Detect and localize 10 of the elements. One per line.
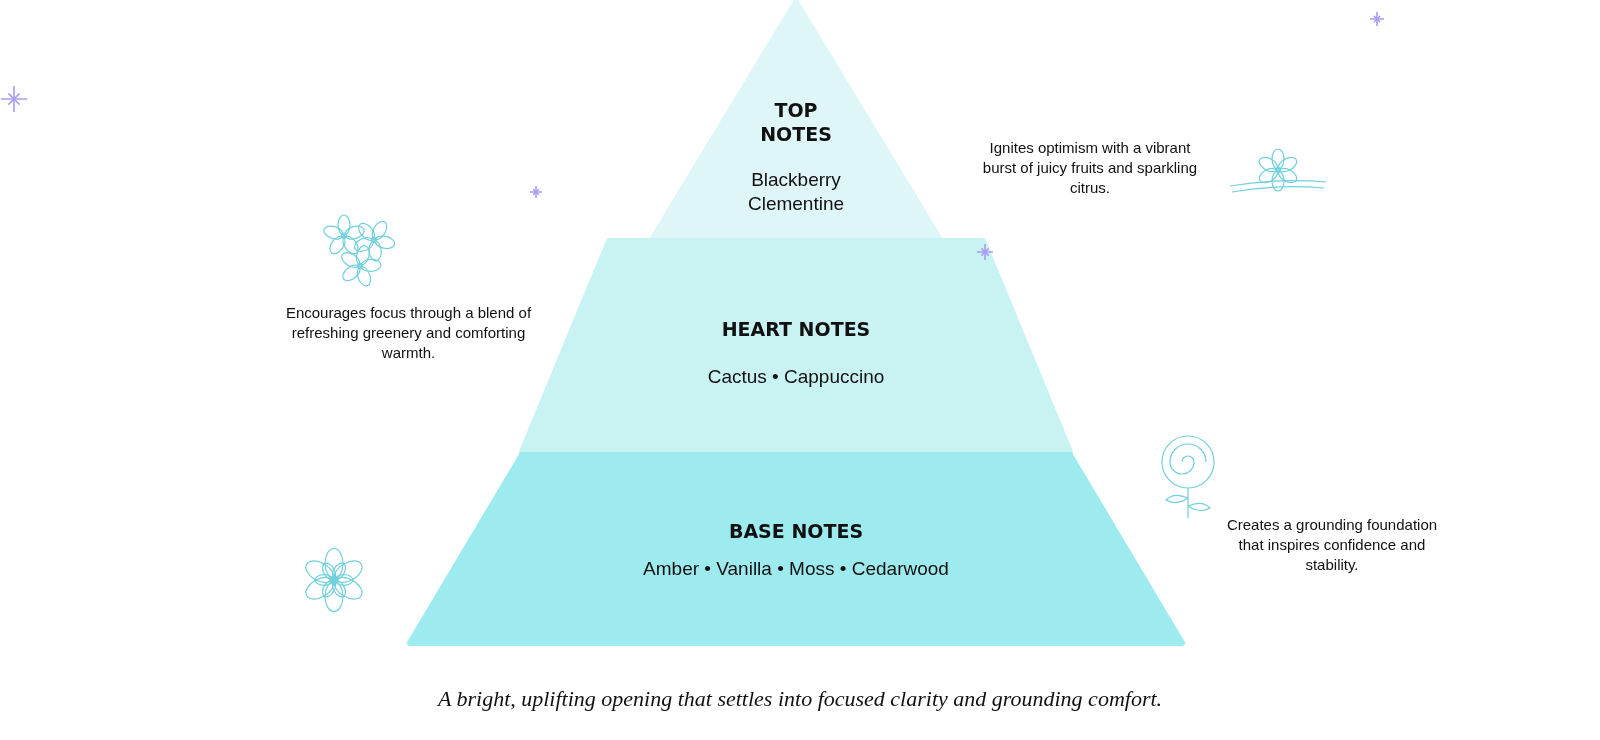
tier-notes: Cactus • Cappuccino <box>706 365 886 389</box>
tier-heading: TOP NOTES <box>759 98 833 146</box>
tier-notes: Blackberry Clementine <box>746 168 846 216</box>
tier-heading: BASE NOTES <box>727 519 865 543</box>
tier-notes: Amber • Vanilla • Moss • Cedarwood <box>642 557 950 581</box>
caption: A bright, uplifting opening that settles into focused clarity and grounding comfort. <box>436 686 1164 712</box>
description-text: Ignites optimism with a vibrant burst of juicy fruits and sparkling citrus. <box>981 138 1199 198</box>
description-text: Encourages focus through a blend of refreshing greenery and comforting warmth. <box>284 303 533 363</box>
tier-heading: HEART NOTES <box>720 317 872 341</box>
description-text: Creates a grounding foundation that inspires confidence and stability. <box>1225 515 1439 575</box>
